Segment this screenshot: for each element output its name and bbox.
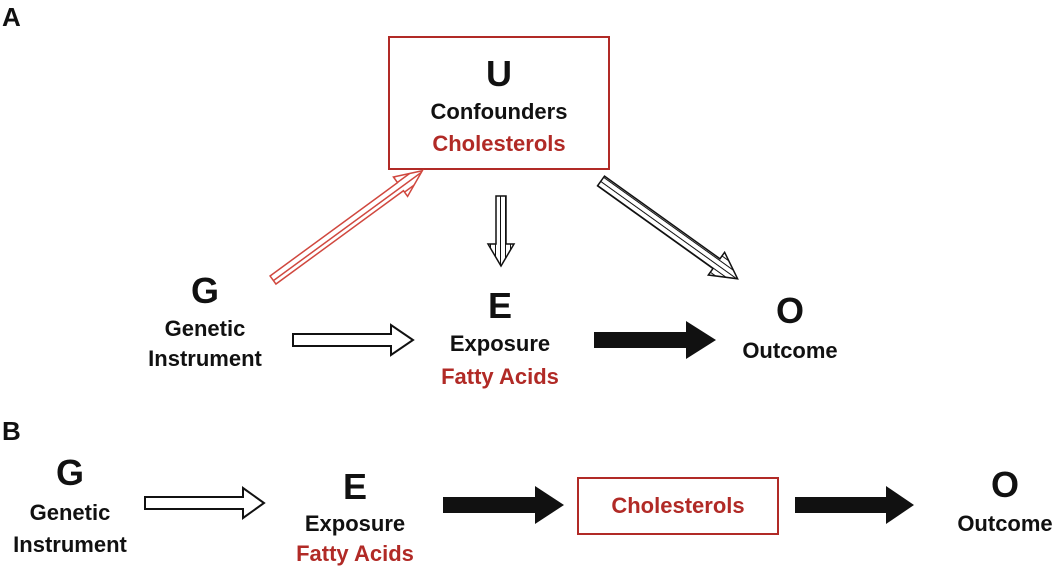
instrument-a-line1: Genetic <box>164 316 246 341</box>
confounder-title: Confounders <box>430 99 568 124</box>
arrow-instrument-to-confounder <box>268 169 424 286</box>
instrument-b-letter: G <box>55 452 84 493</box>
exposure-a-letter: E <box>487 285 512 326</box>
confounder-letter: U <box>486 53 512 94</box>
instrument-a-line2: Instrument <box>148 346 262 371</box>
outcome-b-title: Outcome <box>957 511 1053 536</box>
instrument-b-line2: Instrument <box>13 532 127 557</box>
instrument-a-letter: G <box>190 270 219 311</box>
arrow-exposure-to-outcome <box>594 321 716 359</box>
exposure-b-letter: E <box>342 466 367 507</box>
exposure-a-title: Exposure <box>449 331 551 356</box>
exposure-b-subtitle: Fatty Acids <box>296 541 414 566</box>
arrow-confounder-to-outcome <box>596 175 739 280</box>
instrument-b-line1: Genetic <box>29 500 111 525</box>
confounder-box <box>388 36 610 170</box>
outcome-a-title: Outcome <box>742 338 838 363</box>
panel-b-label: B <box>2 416 21 446</box>
exposure-b-title: Exposure <box>304 511 406 536</box>
mediator-label: Cholesterols <box>611 493 745 518</box>
arrow-b-exposure-to-mediator <box>443 486 564 524</box>
arrow-b-mediator-to-outcome <box>795 486 914 524</box>
outcome-b-letter: O <box>990 464 1019 505</box>
exposure-a-subtitle: Fatty Acids <box>441 364 559 389</box>
mediator-box <box>577 477 779 535</box>
confounder-subtitle: Cholesterols <box>432 131 566 156</box>
arrow-confounder-to-exposure <box>486 195 516 268</box>
arrow-b-instrument-to-exposure <box>144 486 266 520</box>
outcome-a-letter: O <box>775 290 804 331</box>
arrow-instrument-to-exposure <box>292 323 415 357</box>
panel-a-label: A <box>2 2 21 32</box>
